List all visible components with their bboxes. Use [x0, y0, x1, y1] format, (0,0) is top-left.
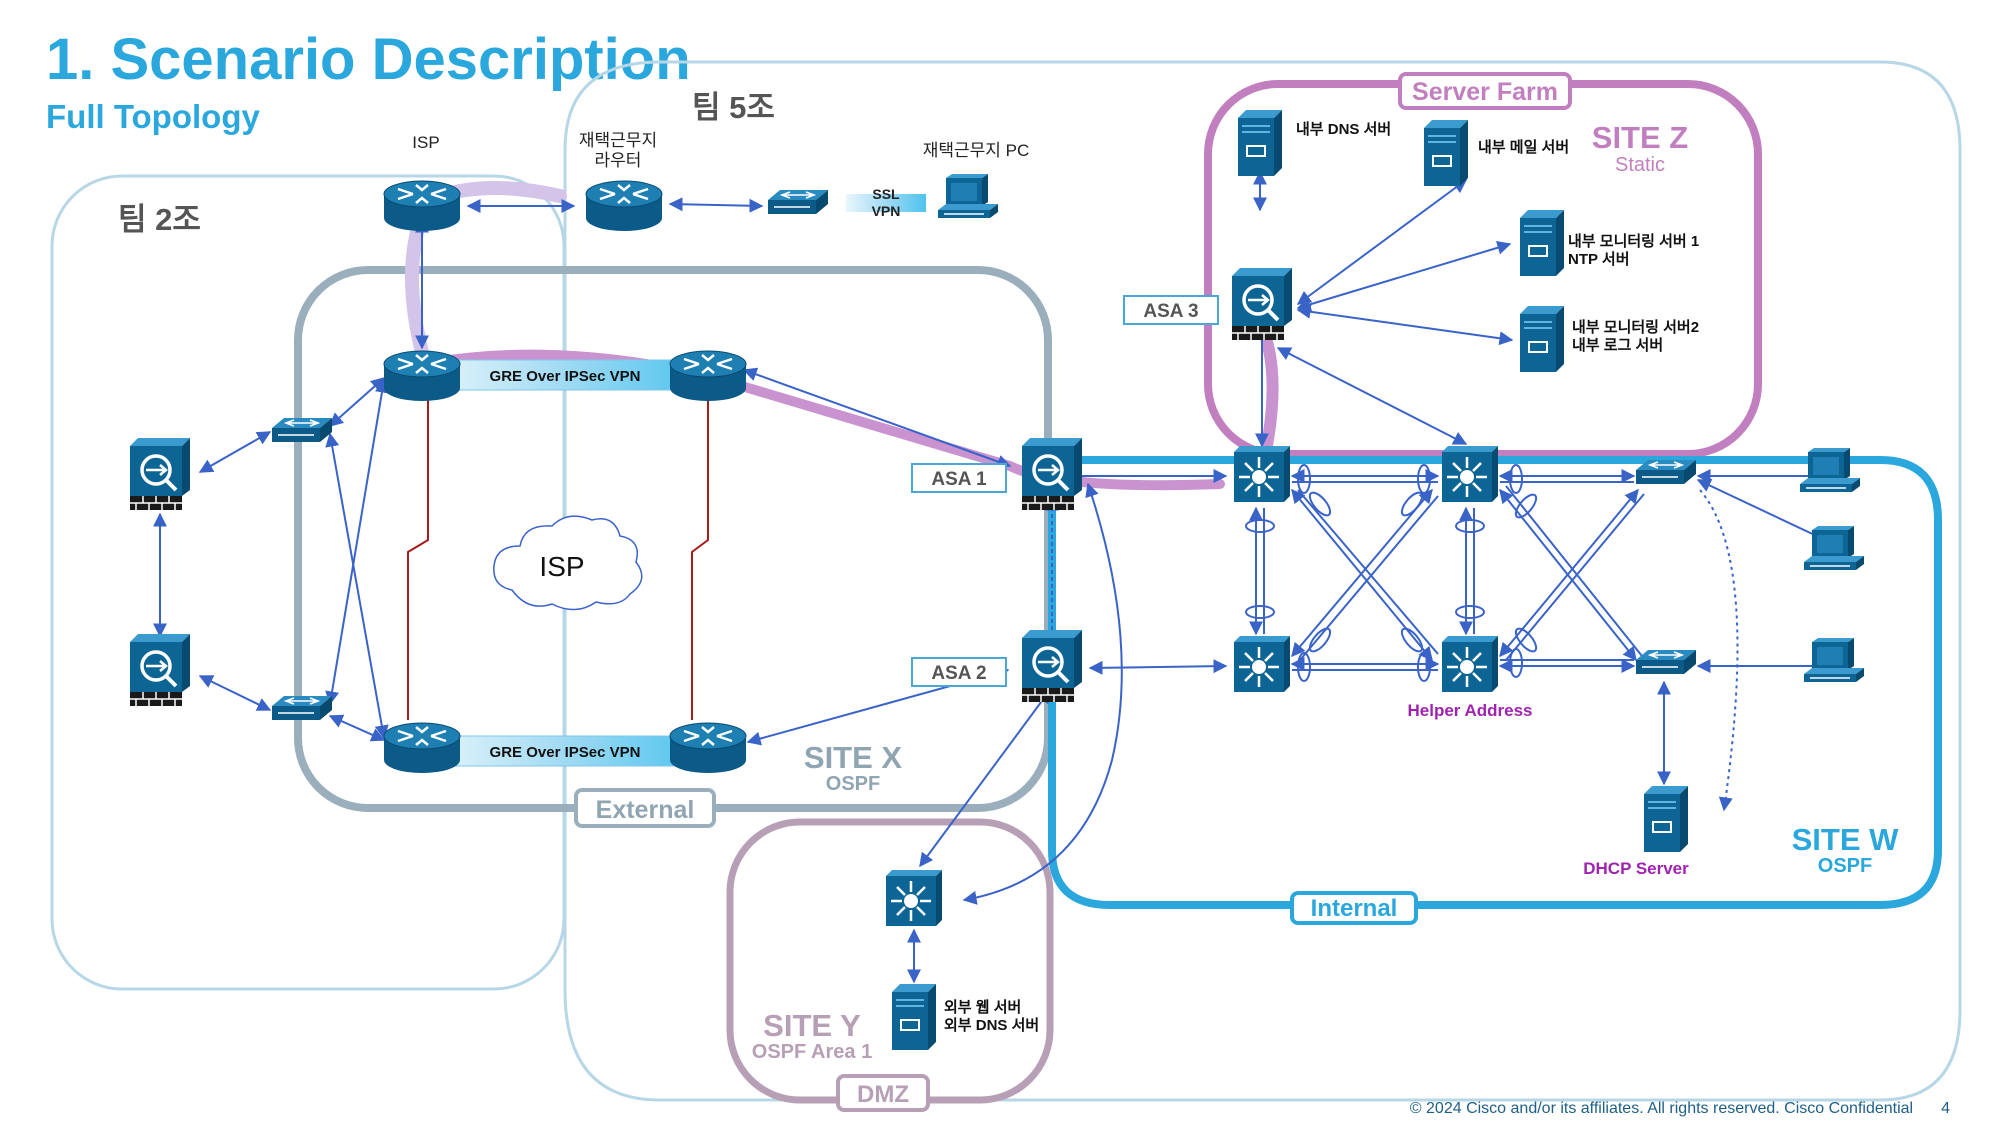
home-router-label-2: 라우터 — [595, 151, 642, 170]
switch-icon[interactable] — [1635, 459, 1697, 485]
page-number: 4 — [1941, 1100, 1950, 1117]
port-channel-marks — [1245, 464, 1538, 682]
page-title: 1. Scenario Description — [46, 27, 691, 92]
dns-server-label: 내부 DNS 서버 — [1296, 121, 1391, 138]
asa2-label: ASA 2 — [911, 657, 1007, 687]
isp-cloud-label: ISP — [539, 551, 584, 582]
server-icon[interactable] — [1643, 785, 1689, 853]
svg-text:DMZ: DMZ — [857, 1081, 909, 1108]
site-y-tag: DMZ — [836, 1074, 930, 1112]
home-router-label: 재택근무지 — [579, 131, 657, 150]
mail-server-label: 내부 메일 서버 — [1478, 139, 1569, 156]
router-icon[interactable] — [382, 349, 462, 403]
gre-vpn-tunnel-bottom: GRE Over IPSec VPN — [423, 735, 707, 767]
copyright-text: © 2024 Cisco and/or its affiliates. All … — [1409, 1100, 1914, 1117]
firewall-icon[interactable] — [128, 632, 192, 708]
site-x-protocol: OSPF — [826, 773, 880, 795]
svg-text:GRE Over IPSec VPN: GRE Over IPSec VPN — [490, 368, 641, 385]
site-z-name: SITE Z — [1592, 120, 1689, 155]
helper-address-label: Helper Address — [1407, 701, 1532, 720]
home-pc-label: 재택근무지 PC — [923, 141, 1030, 160]
external-web-server-label: 외부 웹 서버 — [944, 998, 1021, 1016]
pc-icon[interactable] — [1799, 447, 1861, 493]
firewall-icon[interactable] — [1020, 436, 1084, 512]
asa3-label: ASA 3 — [1123, 295, 1219, 325]
server-icon[interactable] — [1519, 209, 1565, 277]
server-icon[interactable] — [1237, 109, 1283, 177]
server-icon[interactable] — [891, 983, 937, 1051]
router-icon[interactable] — [668, 721, 748, 775]
site-w-name: SITE W — [1792, 822, 1900, 857]
site-z-tag: Server Farm — [1398, 72, 1572, 110]
firewall-icon[interactable] — [128, 436, 192, 512]
ntp-server-label: NTP 서버 — [1568, 251, 1630, 268]
site-w-tag: Internal — [1290, 891, 1418, 925]
router-icon[interactable] — [668, 349, 748, 403]
serial-link-right — [691, 392, 709, 720]
ssl-vpn-tunnel: SSL VPN — [846, 186, 926, 219]
firewall-icon[interactable] — [1230, 266, 1294, 342]
svg-text:Server Farm: Server Farm — [1412, 78, 1558, 106]
site-w-protocol: OSPF — [1818, 855, 1872, 877]
monitoring-server-1-label: 내부 모니터링 서버 1 — [1568, 232, 1699, 250]
switch-icon[interactable] — [271, 417, 333, 443]
switch-icon[interactable] — [271, 695, 333, 721]
isp-router-label: ISP — [412, 133, 439, 152]
serial-link-left — [407, 392, 429, 720]
site-x-tag: External — [574, 788, 716, 828]
svg-text:GRE Over IPSec VPN: GRE Over IPSec VPN — [490, 744, 641, 761]
site-x-name: SITE X — [804, 740, 903, 775]
site-z-protocol: Static — [1615, 154, 1665, 176]
site-y-name: SITE Y — [763, 1008, 861, 1043]
svg-text:External: External — [596, 796, 695, 824]
switch-icon[interactable] — [1635, 649, 1697, 675]
multilayer-switch-icon[interactable] — [1232, 444, 1292, 504]
router-icon[interactable] — [382, 179, 462, 233]
team5-label: 팀 5조 — [692, 90, 775, 125]
server-icon[interactable] — [1423, 119, 1469, 187]
server-icon[interactable] — [1519, 305, 1565, 373]
svg-text:Internal: Internal — [1311, 895, 1398, 922]
router-icon[interactable] — [382, 721, 462, 775]
dhcp-server-label: DHCP Server — [1583, 859, 1689, 878]
firewall-icon[interactable] — [1020, 628, 1084, 704]
switch-icon[interactable] — [767, 189, 829, 215]
multilayer-switch-icon[interactable] — [884, 868, 944, 928]
footer: © 2024 Cisco and/or its affiliates. All … — [1410, 1100, 1950, 1118]
svg-text:ASA 2: ASA 2 — [931, 663, 986, 684]
gre-vpn-tunnel-top: GRE Over IPSec VPN — [423, 359, 707, 391]
asa1-label: ASA 1 — [911, 463, 1007, 493]
team2-label: 팀 2조 — [118, 202, 201, 237]
svg-text:ASA 1: ASA 1 — [931, 469, 987, 490]
monitoring-server-2-label: 내부 모니터링 서버2 — [1572, 318, 1699, 336]
pc-icon[interactable] — [937, 173, 999, 219]
page-subtitle: Full Topology — [46, 98, 260, 135]
svg-text:ASA 3: ASA 3 — [1143, 301, 1198, 322]
svg-text:VPN: VPN — [872, 203, 901, 219]
pc-icon[interactable] — [1803, 525, 1865, 571]
multilayer-switch-icon[interactable] — [1232, 634, 1292, 694]
log-server-label: 내부 로그 서버 — [1572, 337, 1663, 354]
network-links — [153, 170, 1842, 984]
svg-text:SSL: SSL — [872, 186, 900, 202]
router-icon[interactable] — [584, 179, 664, 233]
external-dns-server-label: 외부 DNS 서버 — [944, 1016, 1039, 1034]
multilayer-switch-icon[interactable] — [1440, 634, 1500, 694]
multilayer-switch-icon[interactable] — [1440, 444, 1500, 504]
team5-boundary — [563, 60, 1962, 1102]
site-y-protocol: OSPF Area 1 — [752, 1041, 872, 1063]
cloud-icon: ISP — [493, 515, 643, 611]
pc-icon[interactable] — [1803, 637, 1865, 683]
